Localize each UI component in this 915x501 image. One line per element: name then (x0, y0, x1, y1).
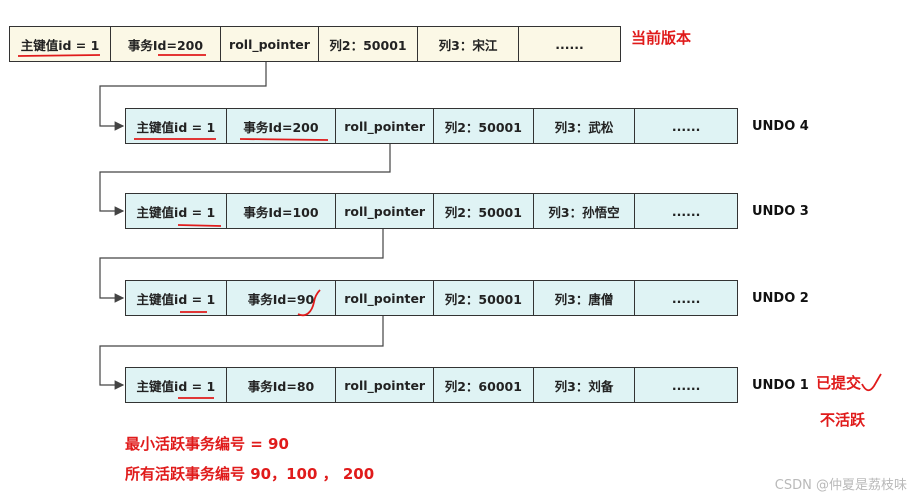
annotation-inactive: 不活跃 (820, 411, 866, 429)
cell-roll-pointer: roll_pointer (336, 281, 434, 315)
row-undo-4: 主键值id = 1 事务Id=200 roll_pointer 列2：50001… (125, 108, 738, 144)
label-current-version: 当前版本 (631, 29, 692, 47)
watermark: CSDN @仲夏是荔枝味 (774, 478, 907, 493)
cell-trx-id: 事务Id=200 (227, 109, 337, 143)
cell-trx-id: 事务Id=200 (111, 27, 221, 61)
annotation-committed: 已提交 (816, 374, 862, 392)
cell-trx-id: 事务Id=100 (227, 194, 337, 228)
cell-primary-key: 主键值id = 1 (10, 27, 111, 61)
cell-more: ...... (671, 118, 701, 134)
check-mark-icon (861, 373, 882, 392)
cell-col2: 列2：50001 (434, 281, 534, 315)
annotation-min-active: 最小活跃事务编号 = 90 (125, 435, 289, 453)
row-undo-2: 主键值id = 1 事务Id=90 roll_pointer 列2：50001 … (125, 280, 738, 316)
cell-col3: 列3：孙悟空 (534, 194, 636, 228)
cell-more: ...... (671, 290, 701, 306)
cell-trx-id: 事务Id=90 (227, 281, 337, 315)
row-undo-3: 主键值id = 1 事务Id=100 roll_pointer 列2：50001… (125, 193, 738, 229)
cell-more: ...... (671, 377, 701, 393)
label-undo-2: UNDO 2 (752, 291, 809, 306)
row-undo-1: 主键值id = 1 事务Id=80 roll_pointer 列2：60001 … (125, 367, 738, 403)
cell-col2: 列2：50001 (434, 194, 534, 228)
cell-col2: 列2：50001 (319, 27, 418, 61)
cell-roll-pointer: roll_pointer (221, 27, 319, 61)
cell-roll-pointer: roll_pointer (336, 194, 434, 228)
cell-primary-key: 主键值id = 1 (126, 368, 227, 402)
label-undo-4: UNDO 4 (752, 119, 809, 134)
label-undo-1: UNDO 1 (752, 378, 809, 393)
cell-col3: 列3：刘备 (534, 368, 636, 402)
cell-col2: 列2：60001 (434, 368, 534, 402)
row-current-version: 主键值id = 1 事务Id=200 roll_pointer 列2：50001… (9, 26, 621, 62)
cell-col3: 列3：唐僧 (534, 281, 636, 315)
cell-primary-key: 主键值id = 1 (126, 194, 227, 228)
cell-more: ...... (555, 36, 584, 52)
cell-col3: 列3：宋江 (418, 27, 519, 61)
cell-primary-key: 主键值id = 1 (126, 109, 227, 143)
cell-trx-id: 事务Id=80 (227, 368, 337, 402)
label-undo-3: UNDO 3 (752, 204, 809, 219)
annotation-all-active: 所有活跃事务编号 90，100 ， 200 (125, 465, 375, 483)
cell-col3: 列3：武松 (534, 109, 636, 143)
cell-primary-key: 主键值id = 1 (126, 281, 227, 315)
cell-more: ...... (671, 203, 701, 219)
cell-roll-pointer: roll_pointer (336, 109, 434, 143)
cell-roll-pointer: roll_pointer (336, 368, 434, 402)
cell-col2: 列2：50001 (434, 109, 534, 143)
